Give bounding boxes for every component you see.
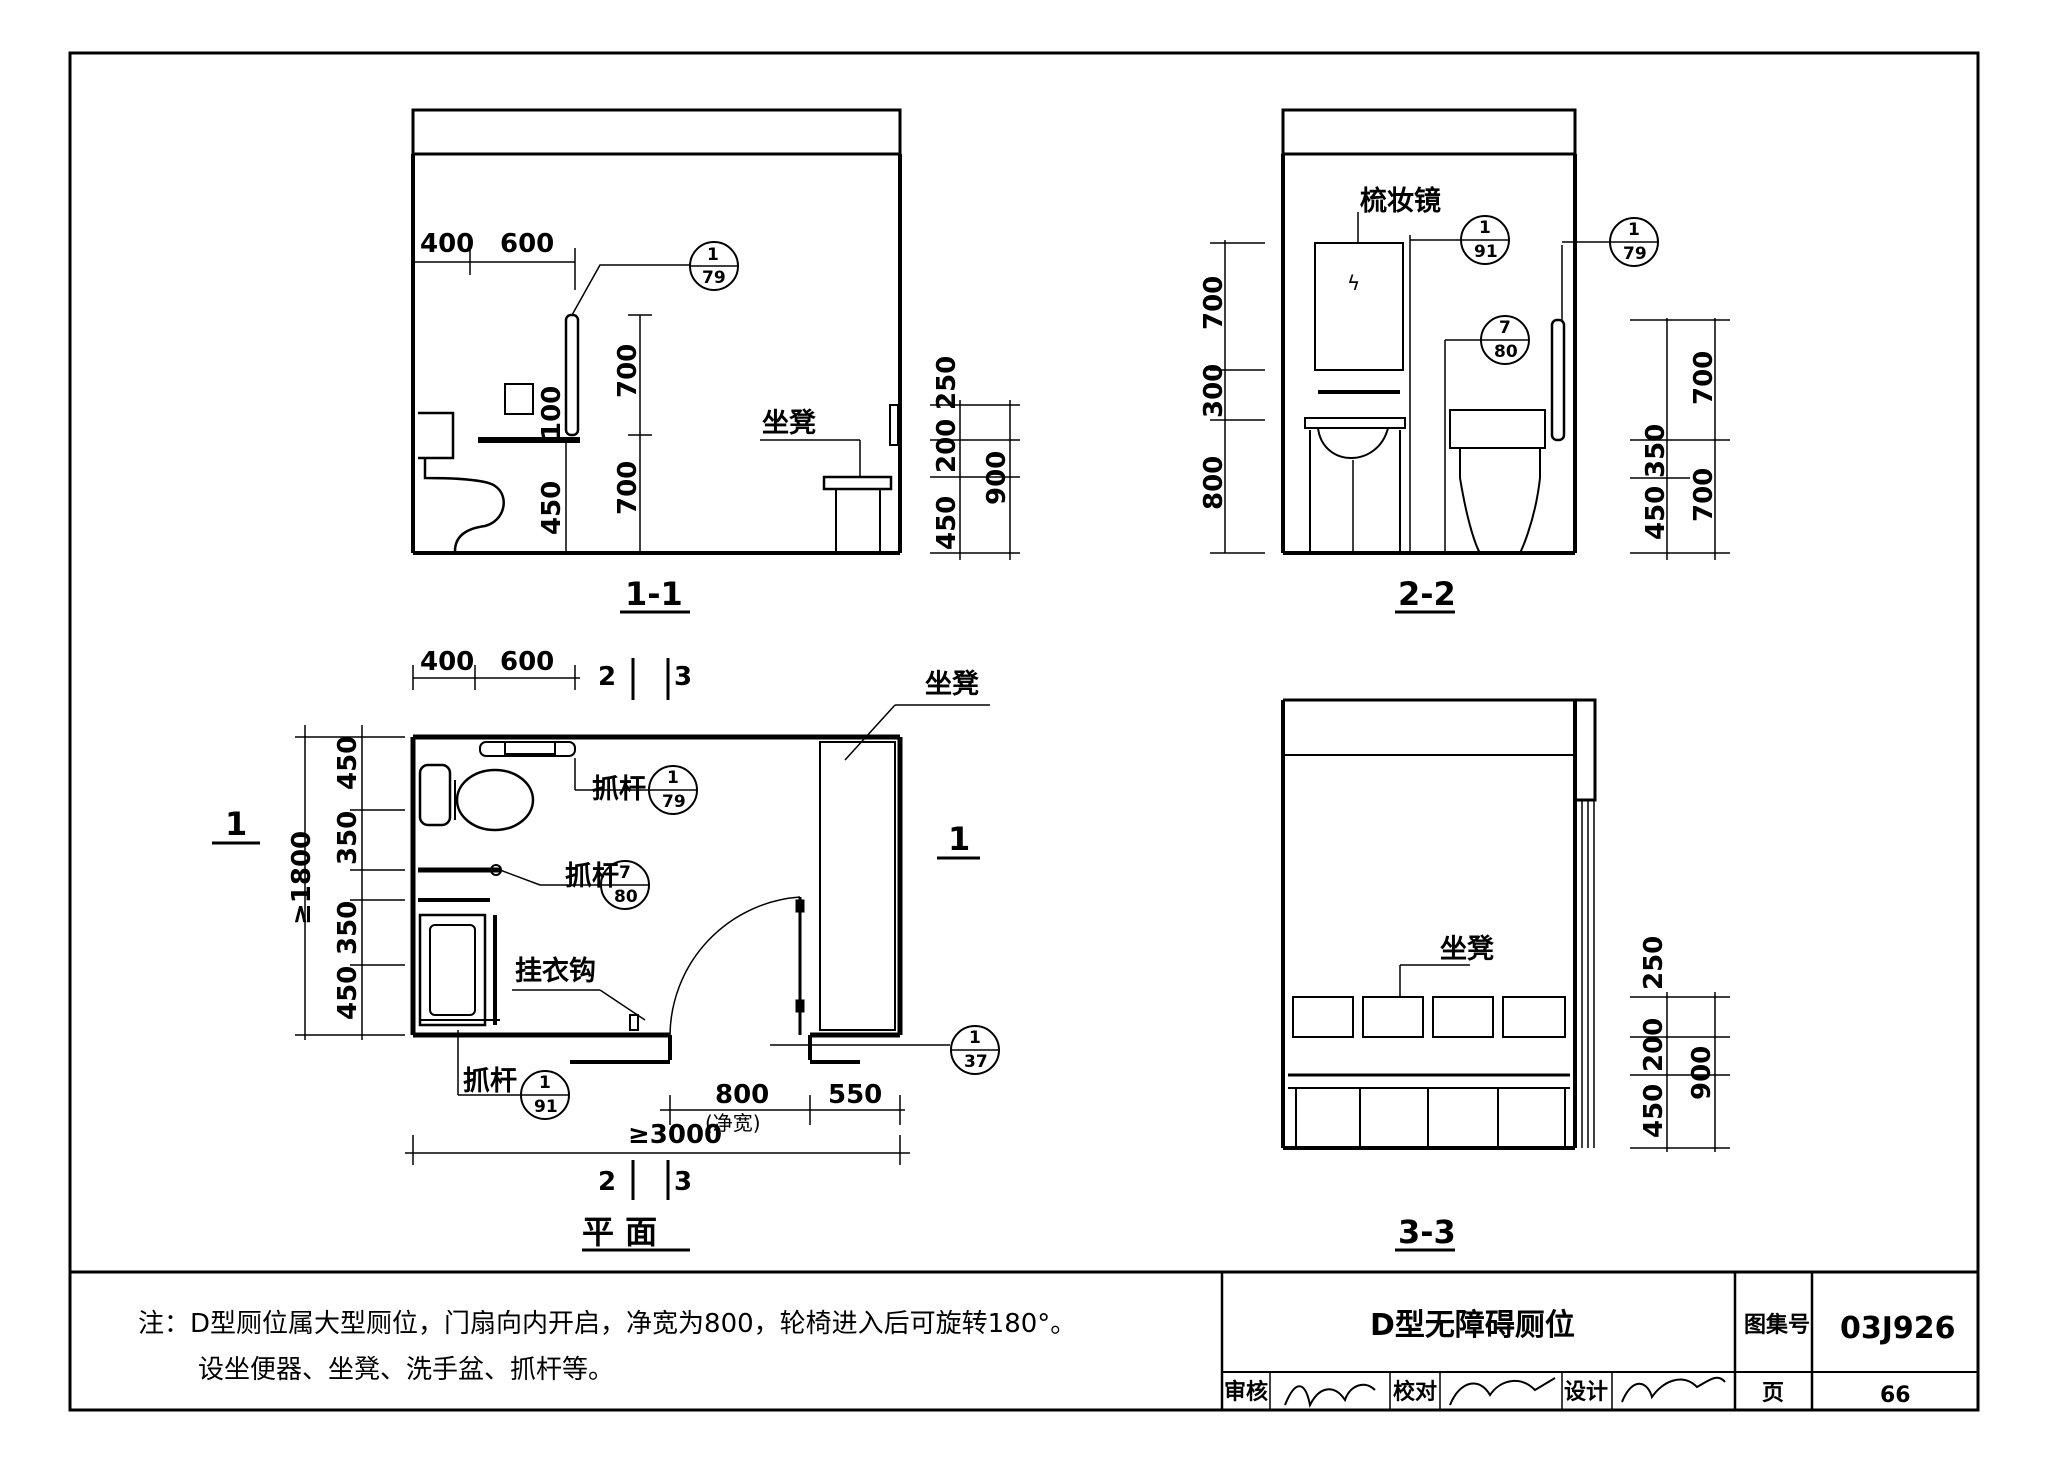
plan-dim-400: 400 [420,647,474,677]
plan-dim-800-note: (净宽) [705,1111,761,1135]
s22-dim-800: 800 [1199,456,1229,510]
s11-dim-100: 100 [537,386,567,440]
plan-mark-1-right: 1 [948,820,970,858]
check-label: 校对 [1393,1379,1437,1405]
plan-grab-label-2: 抓杆 [565,861,619,892]
mirror-glyph: ϟ [1347,271,1360,295]
s11-ref-num: 1 [707,245,719,265]
titleblock [1220,1272,1978,1410]
plan-mark-2-top: 2 [598,662,616,692]
s33-dim-900: 900 [1687,1046,1717,1100]
page-label: 页 [1762,1381,1784,1406]
plan-dim-600: 600 [500,647,554,677]
design-label: 设计 [1564,1380,1608,1405]
plan-dim-800: 800 [715,1080,769,1110]
s11-dim-450r: 450 [932,496,962,550]
s11-dim-700a: 700 [613,344,643,398]
plan-mark-1-left: 1 [225,805,247,843]
s22-dim-700r2: 700 [1689,468,1719,522]
s22-ref3-num: 7 [1499,318,1511,338]
s11-dim-600: 600 [500,229,554,259]
s22-ref1-num: 1 [1479,218,1491,238]
plan-ref4-num: 1 [969,1028,981,1048]
s22-dim-700r: 700 [1689,351,1719,405]
plan-title: 平 面 [582,1213,657,1251]
plan-dim-450a: 450 [333,736,363,790]
plan-ref1-num: 1 [667,768,679,788]
s22-ref3-den: 80 [1494,342,1518,362]
plan-ref2-num: 7 [619,863,631,883]
s33-dim-200: 200 [1639,1018,1669,1072]
s33-title: 3-3 [1398,1213,1456,1251]
plan-grab-label-1: 抓杆 [592,774,646,805]
atlas-number: 03J926 [1840,1311,1956,1346]
plan-dim-550: 550 [828,1080,882,1110]
s22-ref2-den: 79 [1623,244,1647,264]
plan-dim-450b: 450 [333,966,363,1020]
sheet-border [68,51,1980,1412]
plan-ref3-den: 91 [534,1097,558,1117]
s11-ref-den: 79 [702,268,726,288]
plan-hook-label: 挂衣钩 [515,955,596,987]
plan-mark-3-bottom: 3 [674,1167,692,1197]
plan-mark-2-bottom: 2 [598,1167,616,1197]
s33-stool-label: 坐凳 [1440,933,1494,965]
plan-dim-3000: ≥3000 [628,1120,722,1150]
s33-dim-250: 250 [1639,936,1669,990]
section-3-3 [1281,698,1730,1252]
plan-grab-label-3: 抓杆 [463,1066,517,1097]
s22-dim-300: 300 [1199,364,1229,418]
s11-stool-label: 坐凳 [762,407,816,439]
plan-view [212,658,1000,1252]
section-2-2 [1210,108,1730,614]
page-number: 66 [1880,1383,1911,1408]
plan-dim-350b: 350 [333,901,363,955]
s11-dim-200: 200 [932,419,962,473]
s11-dim-700b: 700 [613,461,643,515]
plan-ref1-den: 79 [662,792,686,812]
plan-dim-1800: ≥1800 [287,831,317,925]
plan-ref4-den: 37 [964,1052,988,1072]
plan-dim-350a: 350 [333,811,363,865]
plan-ref3-num: 1 [539,1073,551,1093]
s11-dim-400: 400 [420,229,474,259]
plan-stool-label: 坐凳 [925,668,979,700]
s22-dim-700: 700 [1199,276,1229,330]
s11-dim-900: 900 [982,451,1012,505]
s11-dim-450: 450 [537,481,567,535]
note-line-1: 注：D型厕位属大型厕位，门扇向内开启，净宽为800，轮椅进入后可旋转180°。 [138,1309,1076,1339]
review-label: 审核 [1224,1379,1268,1405]
s22-dim-350: 350 [1641,424,1671,478]
s11-dim-250: 250 [932,356,962,410]
s22-mirror-label: 梳妆镜 [1360,185,1441,217]
atlas-label: 图集号 [1744,1312,1810,1338]
s33-dim-450: 450 [1639,1084,1669,1138]
s22-ref1-den: 91 [1474,242,1498,262]
note-line-2: 设坐便器、坐凳、洗手盆、抓杆等。 [198,1355,614,1385]
plan-mark-3-top: 3 [674,662,692,692]
s22-title: 2-2 [1398,575,1456,613]
s22-ref2-num: 1 [1628,220,1640,240]
titleblock-title: D型无障碍厕位 [1370,1308,1575,1343]
section-1-1 [411,108,1020,614]
plan-ref2-den: 80 [614,887,638,907]
s22-dim-450: 450 [1641,486,1671,540]
s11-title: 1-1 [625,575,683,613]
